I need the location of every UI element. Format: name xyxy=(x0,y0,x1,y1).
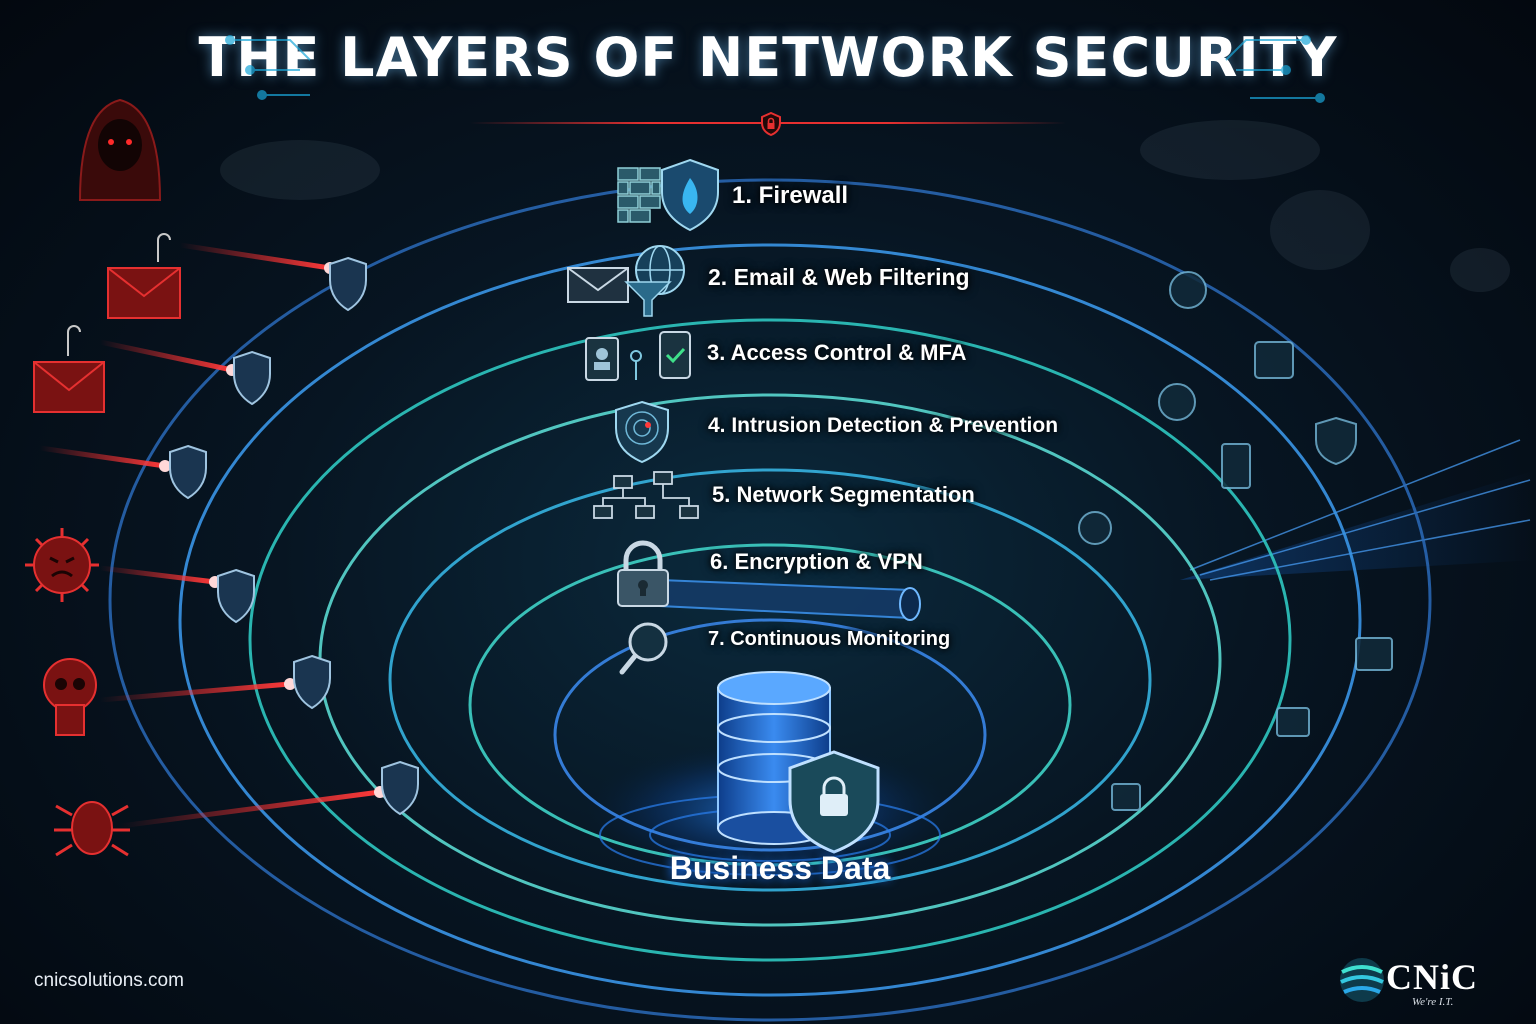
ring-firewall xyxy=(108,178,1432,1022)
magnifier-icon xyxy=(619,622,668,675)
layer-label-intrusion-detection: 4. Intrusion Detection & Prevention xyxy=(708,414,1059,437)
layer-label-network-segmentation: 5. Network Segmentation xyxy=(712,482,975,507)
ring-access-control xyxy=(248,318,1292,962)
security-rings xyxy=(108,178,1432,1022)
shield-icon xyxy=(217,568,255,624)
ring-network-segmentation xyxy=(388,468,1152,892)
brand-tagline: We're I.T. xyxy=(1412,996,1454,1008)
radar-shield-icon xyxy=(615,400,669,464)
badge-icon xyxy=(1221,443,1251,489)
layer-label-continuous-monitoring: 7. Continuous Monitoring xyxy=(708,628,951,650)
threat-malware-virus-icon xyxy=(25,528,99,602)
user-card-icon xyxy=(1254,341,1294,379)
layer-label-encryption-vpn: 6. Encryption & VPN xyxy=(710,549,923,574)
padlock-icon xyxy=(1276,707,1310,737)
right-decor-icons xyxy=(1078,271,1393,811)
firewall-icon xyxy=(617,158,719,232)
ring-continuous-monitoring xyxy=(553,618,987,852)
defense-shields xyxy=(169,256,419,816)
globe-icon xyxy=(1169,271,1207,309)
layer-label-email-web-filtering: 2. Email & Web Filtering xyxy=(708,264,970,290)
shield-icon xyxy=(329,256,367,312)
layer-label-firewall: 1. Firewall xyxy=(732,182,849,209)
website-link[interactable]: cnicsolutions.com xyxy=(34,970,184,991)
title-shield-icon xyxy=(761,112,781,136)
padlock-icon xyxy=(1355,637,1393,671)
shield-icon xyxy=(169,444,207,500)
circuit-traces xyxy=(225,35,1325,103)
network-tree-icon xyxy=(593,471,699,519)
brand-logo: CNiC We're I.T. xyxy=(1338,952,1498,1012)
shield-icon xyxy=(1315,416,1357,466)
threat-phishing-email-icon xyxy=(107,233,181,319)
shield-icon xyxy=(381,760,419,816)
radar-icon xyxy=(1158,383,1196,421)
globe-logo-icon xyxy=(1340,958,1384,1002)
threat-bug-icon xyxy=(54,801,130,857)
ring-encryption-vpn xyxy=(468,543,1072,867)
threat-phishing-email-icon xyxy=(33,325,105,413)
shield-icon xyxy=(233,350,271,406)
database-shield-icon xyxy=(599,671,941,876)
layer-label-access-control-mfa: 3. Access Control & MFA xyxy=(707,340,967,365)
shield-icon xyxy=(293,654,331,710)
padlock-icon xyxy=(1111,783,1141,811)
world-map-backdrop xyxy=(220,120,1510,292)
access-control-icon xyxy=(585,331,691,381)
brand-name: CNiC xyxy=(1386,957,1478,997)
email-filter-icon xyxy=(567,245,685,317)
attack-beams xyxy=(39,242,386,829)
page-title: THE LAYERS OF NETWORK SECURITY xyxy=(198,26,1338,89)
ring-email-web-filtering xyxy=(178,243,1362,997)
threat-hacker-icon xyxy=(78,98,162,201)
padlock-tunnel-icon xyxy=(617,540,921,621)
threat-skull-icon xyxy=(43,658,97,736)
core-label: Business Data xyxy=(669,850,891,886)
radar-icon xyxy=(1078,511,1112,545)
